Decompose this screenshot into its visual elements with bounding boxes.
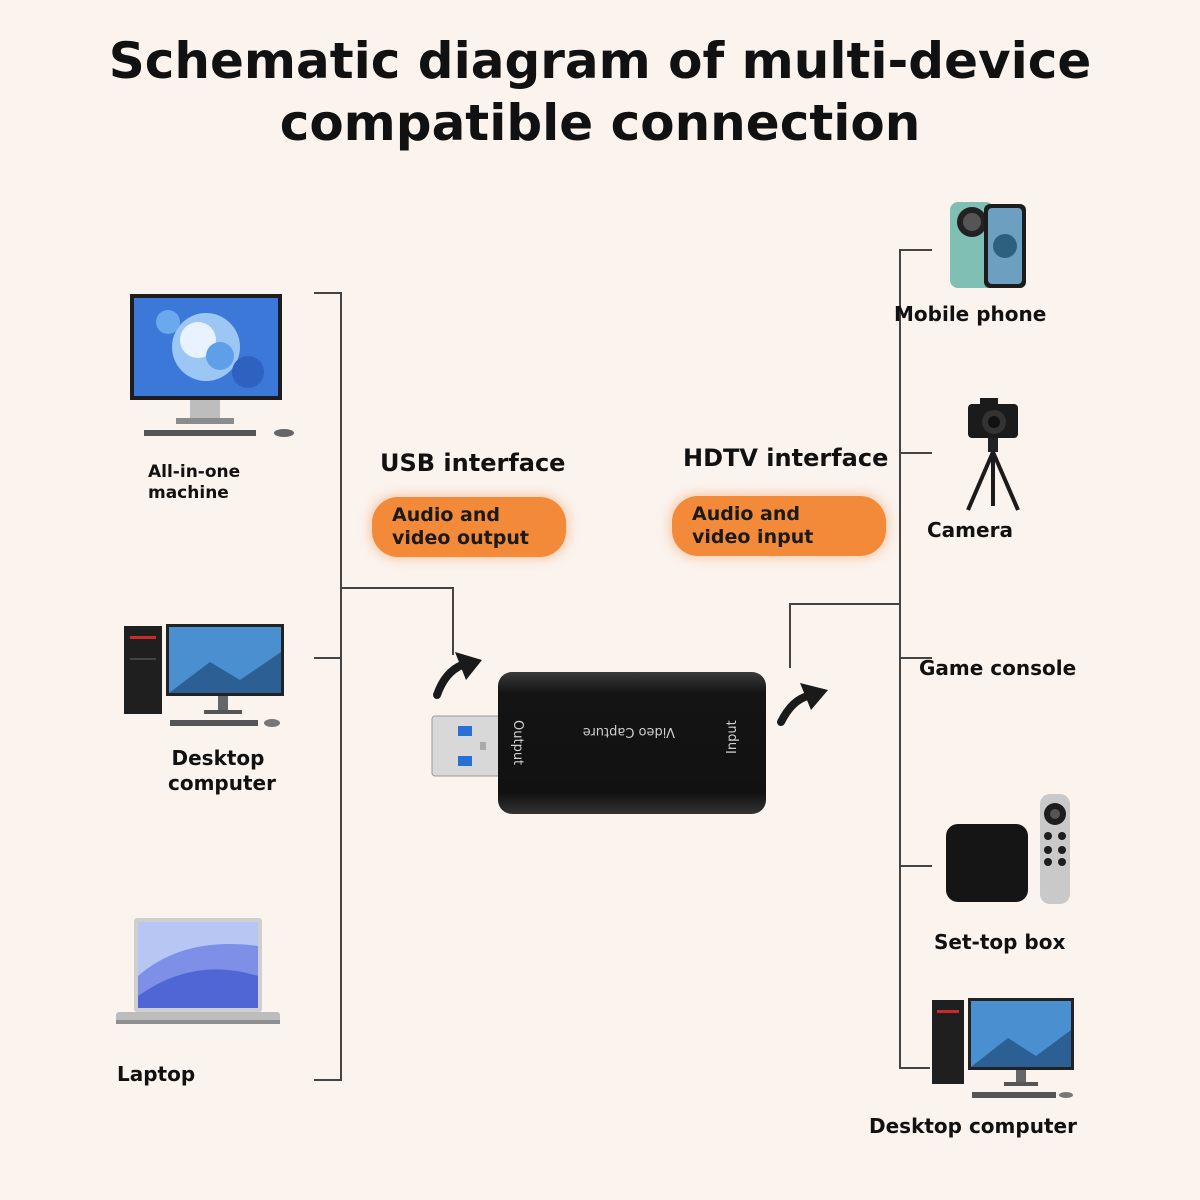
hdtv-pill-line-1: Audio and — [692, 503, 800, 525]
desktop-label-line-1: Desktop — [171, 746, 265, 770]
laptop-icon — [116, 918, 280, 1024]
capture-name-label: Video Capture — [583, 724, 675, 739]
usb-arrow-icon — [433, 652, 482, 699]
right-bracket — [789, 249, 932, 1069]
set-top-box-icon — [946, 794, 1070, 904]
usb-output-badge: Audio and video output — [372, 497, 566, 557]
desktop-computer-icon — [932, 998, 1074, 1098]
video-capture-device: Output Video Capture Input — [431, 672, 766, 814]
all-in-one-pc-icon — [130, 294, 294, 437]
left-device-label-laptop: Laptop — [117, 1062, 196, 1086]
camera-tripod-icon — [966, 398, 1020, 511]
all-in-one-label-line-1: All-in-one — [148, 462, 241, 482]
right-device-label-game-console: Game console — [919, 656, 1077, 680]
capture-body — [498, 672, 766, 814]
usb-pill-line-2: video output — [392, 527, 529, 549]
input-port-label: Input — [725, 720, 740, 754]
right-device-label-set-top-box: Set-top box — [934, 930, 1066, 954]
output-port-label: Output — [510, 720, 525, 765]
usb-pill-line-1: Audio and — [392, 504, 500, 526]
left-device-label-all-in-one: All-in-one machine — [148, 462, 240, 504]
hdtv-arrow-icon — [777, 683, 828, 726]
left-device-label-desktop: Desktop computer — [168, 746, 276, 796]
title-line-1: Schematic diagram of multi-device — [108, 32, 1092, 90]
mobile-phone-icon — [950, 202, 1026, 288]
usb-interface-heading: USB interface — [380, 449, 566, 477]
title-line-2: compatible connection — [279, 94, 921, 152]
hdtv-interface-heading: HDTV interface — [683, 444, 889, 472]
right-device-label-desktop-computer: Desktop computer — [869, 1114, 1077, 1138]
left-bracket — [314, 292, 454, 1081]
right-device-label-camera: Camera — [927, 518, 1013, 542]
usb-plug-icon — [431, 715, 503, 777]
hdtv-pill-line-2: video input — [692, 526, 814, 548]
all-in-one-label-line-2: machine — [148, 483, 229, 503]
desktop-label-line-2: computer — [168, 771, 276, 795]
right-device-label-mobile-phone: Mobile phone — [894, 302, 1047, 326]
page-title: Schematic diagram of multi-device compat… — [0, 30, 1200, 154]
hdtv-input-badge: Audio and video input — [672, 496, 886, 556]
desktop-computer-icon — [124, 624, 284, 727]
